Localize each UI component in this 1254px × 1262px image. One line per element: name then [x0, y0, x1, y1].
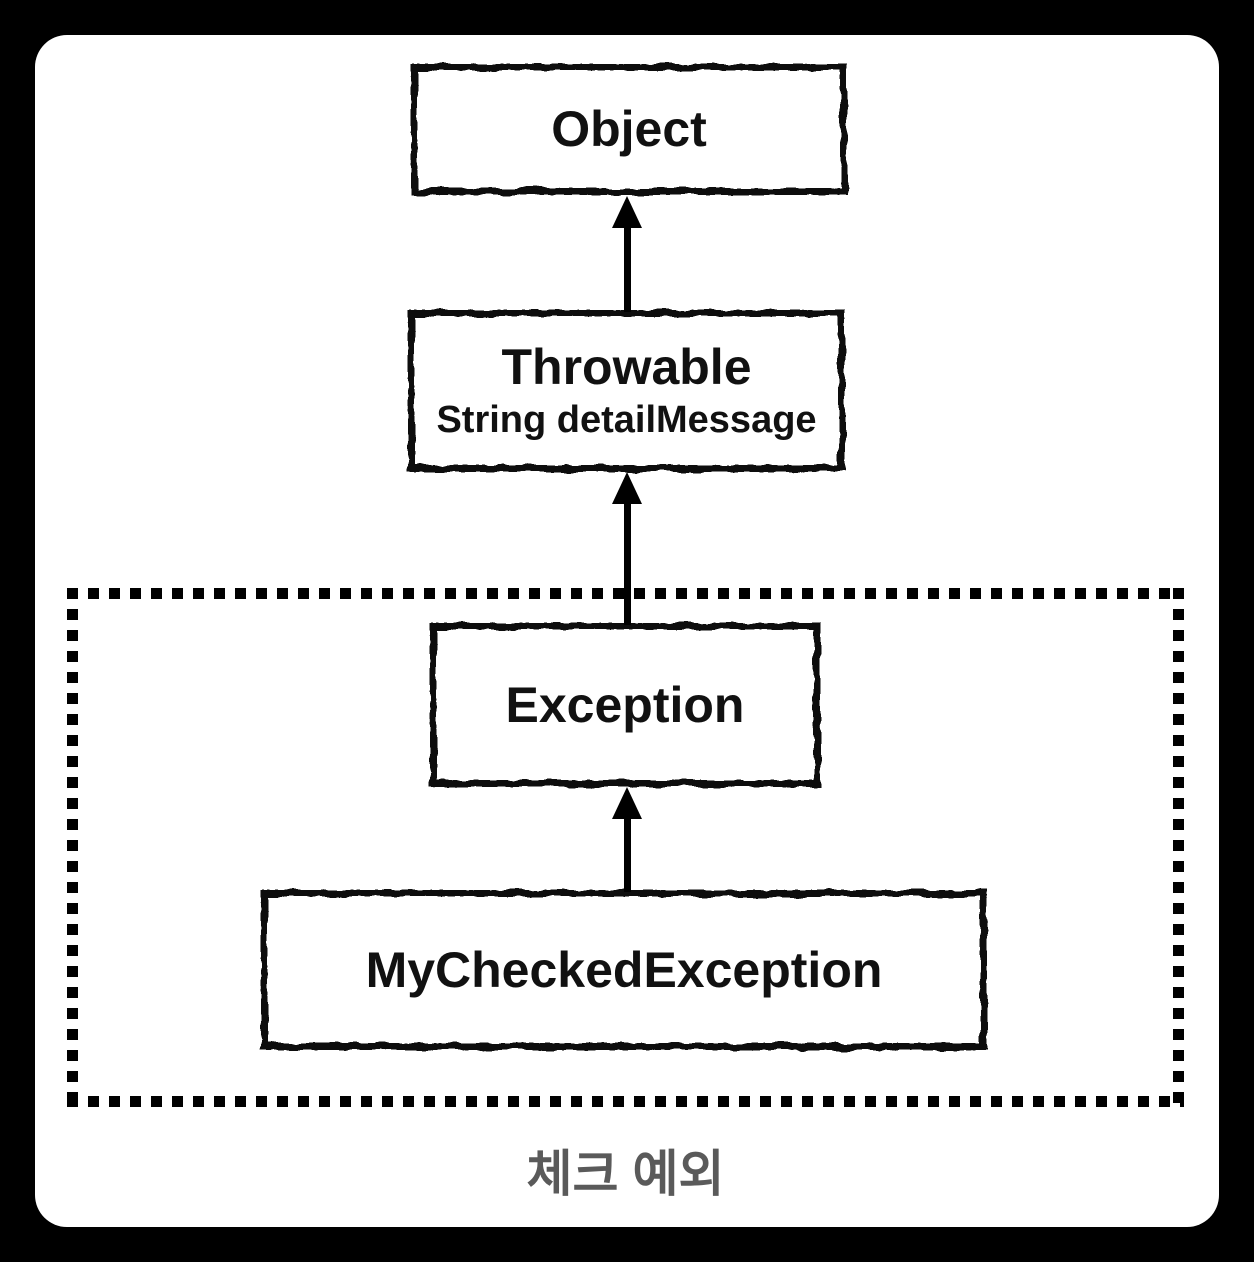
class-label-exception: Exception — [505, 676, 745, 733]
group-caption-checked-exception: 체크 예외 — [526, 1146, 725, 1202]
class-box-object: Object — [411, 64, 847, 195]
inheritance-arrow-mychecked-to-exception — [612, 787, 642, 892]
class-box-throwable: Throwable String detailMessage — [408, 310, 845, 472]
group-border-left — [67, 588, 78, 1107]
group-border-right — [1173, 588, 1184, 1107]
class-box-exception: Exception — [430, 623, 820, 787]
inheritance-arrow-throwable-to-object — [612, 196, 642, 312]
group-border-bottom — [67, 1096, 1184, 1107]
inheritance-arrow-exception-to-throwable — [612, 472, 642, 625]
arrow-shaft — [623, 498, 631, 625]
arrow-shaft — [623, 222, 631, 312]
class-label-object: Object — [551, 101, 707, 157]
class-label-my-checked-exception: MyCheckedException — [365, 941, 883, 998]
class-box-my-checked-exception: MyCheckedException — [261, 890, 987, 1050]
class-field-detail-message: String detailMessage — [436, 398, 817, 441]
class-label-throwable: Throwable — [501, 338, 752, 395]
arrow-shaft — [623, 813, 631, 892]
